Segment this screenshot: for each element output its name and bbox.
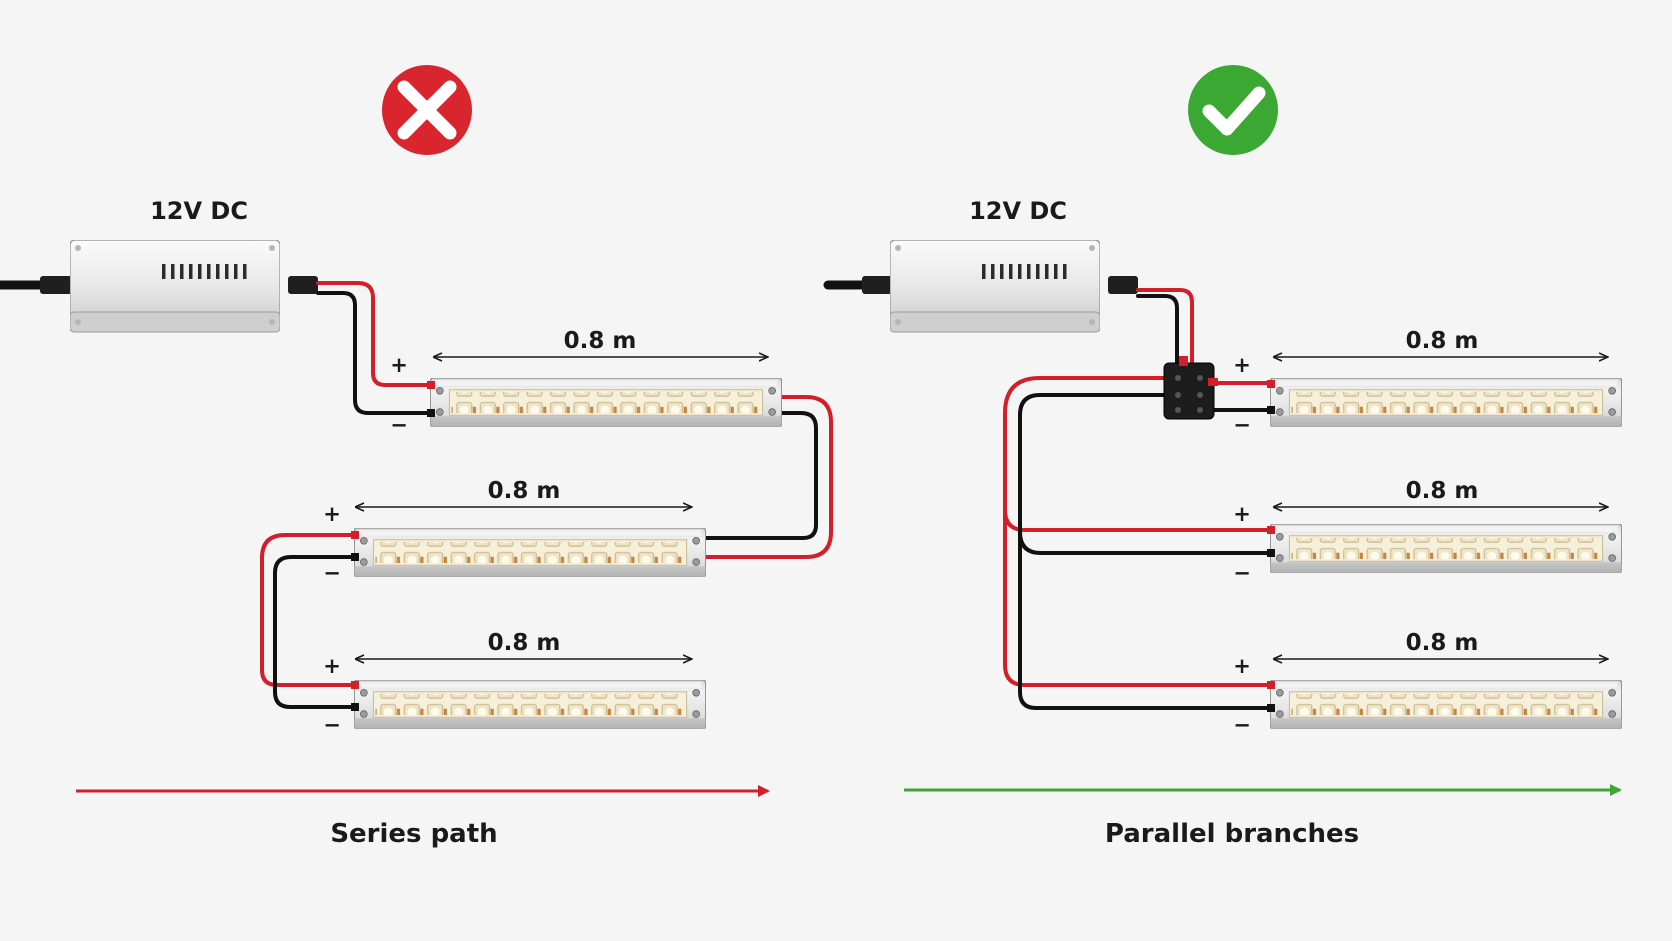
minus-sign: −	[390, 413, 408, 437]
series-wires	[260, 281, 833, 709]
plus-sign: +	[323, 654, 341, 678]
parallel-wires	[1003, 288, 1276, 710]
led-strip	[1267, 680, 1622, 729]
strip-length-label: 0.8 m	[1406, 328, 1479, 354]
minus-sign: −	[1233, 561, 1251, 585]
strip-length-label: 0.8 m	[1406, 630, 1479, 656]
strip-length-label: 0.8 m	[488, 478, 561, 504]
strip-length-label: 0.8 m	[564, 328, 637, 354]
plus-sign: +	[390, 353, 408, 377]
series-panel: 12V DC	[0, 65, 833, 849]
psu-label: 12V DC	[150, 197, 248, 225]
minus-sign: −	[323, 561, 341, 585]
led-strip	[427, 378, 782, 427]
strip-length-label: 0.8 m	[1406, 478, 1479, 504]
minus-sign: −	[1233, 413, 1251, 437]
cross-icon	[382, 65, 472, 155]
check-icon	[1188, 65, 1278, 155]
plus-sign: +	[1233, 502, 1251, 526]
minus-sign: −	[323, 713, 341, 737]
psu-label: 12V DC	[969, 197, 1067, 225]
led-strip	[351, 680, 706, 729]
parallel-caption: Parallel branches	[1105, 819, 1359, 849]
led-strip	[1267, 524, 1622, 573]
series-caption: Series path	[330, 819, 497, 849]
led-strip	[1267, 378, 1622, 427]
strip-length-label: 0.8 m	[488, 630, 561, 656]
power-supply	[823, 240, 1138, 332]
plus-sign: +	[1233, 353, 1251, 377]
led-strip	[351, 528, 706, 577]
parallel-panel: 12V DC	[823, 65, 1622, 849]
junction-box	[1163, 356, 1218, 420]
dimension-line	[356, 357, 768, 659]
power-supply	[0, 240, 318, 332]
dimension-line	[1274, 357, 1608, 659]
minus-sign: −	[1233, 713, 1251, 737]
plus-sign: +	[1233, 654, 1251, 678]
plus-sign: +	[323, 502, 341, 526]
